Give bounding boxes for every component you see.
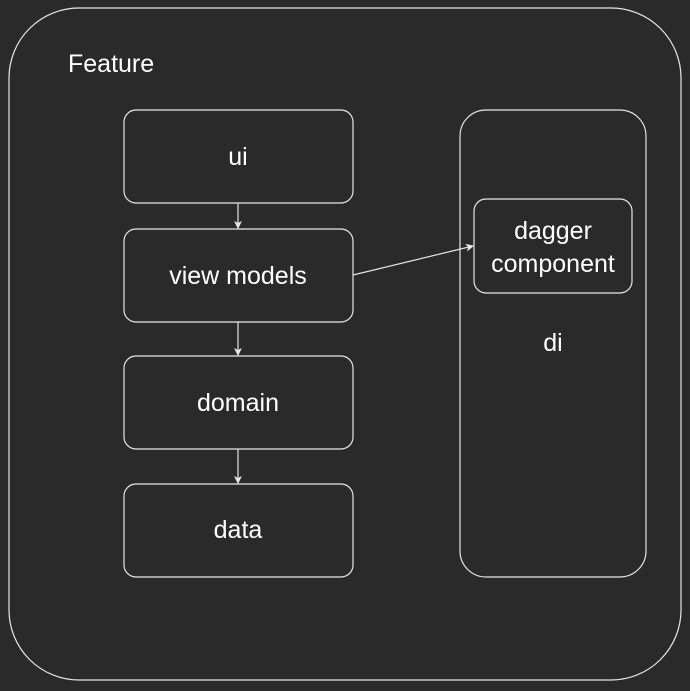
- feature-container: Feature: [8, 7, 682, 681]
- node-domain-label: domain: [197, 389, 279, 417]
- node-ui-label: ui: [228, 143, 247, 171]
- node-dagger-component-label-line1: dagger: [514, 217, 592, 245]
- edges: [234, 203, 474, 484]
- feature-label: Feature: [68, 50, 154, 78]
- node-data-label: data: [214, 516, 263, 544]
- node-view-models: view models: [123, 228, 354, 323]
- feature-container-border: [8, 7, 682, 681]
- di-container-border: [459, 109, 647, 578]
- node-ui: ui: [123, 109, 354, 204]
- di-container: di: [459, 109, 647, 578]
- node-domain: domain: [123, 355, 354, 450]
- node-dagger-component-label-line2: component: [491, 250, 615, 278]
- edge-view-models-to-dagger-component: [352, 243, 474, 276]
- node-dagger-component-box: [473, 198, 633, 294]
- node-data-box: [123, 483, 354, 578]
- node-data: data: [123, 483, 354, 578]
- node-view-models-label: view models: [169, 262, 307, 290]
- node-dagger-component: dagger component: [473, 198, 633, 294]
- di-label: di: [543, 329, 562, 357]
